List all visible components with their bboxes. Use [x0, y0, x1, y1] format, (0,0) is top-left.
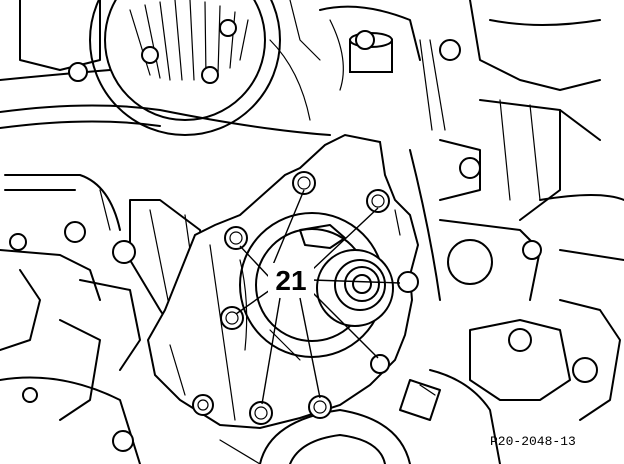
upper-left-housing: [0, 0, 331, 136]
bolt-icon: [220, 306, 244, 330]
bolt-icon: [224, 226, 248, 250]
pulley: [89, 0, 281, 136]
upper-right-assembly: [409, 0, 624, 301]
bolt-icon: [192, 394, 214, 416]
bolt-icon: [249, 401, 273, 425]
callout-label: 21: [275, 265, 306, 296]
right-bracket: [399, 299, 621, 464]
bolts: [192, 171, 390, 425]
figure-reference-code: P20-2048-13: [490, 434, 576, 449]
bolt-icon: [292, 171, 316, 195]
bolt-icon: [308, 395, 332, 419]
left-housing: [0, 174, 141, 464]
lower-pulley: [219, 409, 411, 464]
callout-leaders: [235, 189, 401, 405]
top-cylinder: [319, 5, 421, 91]
bolt-icon: [366, 189, 390, 213]
